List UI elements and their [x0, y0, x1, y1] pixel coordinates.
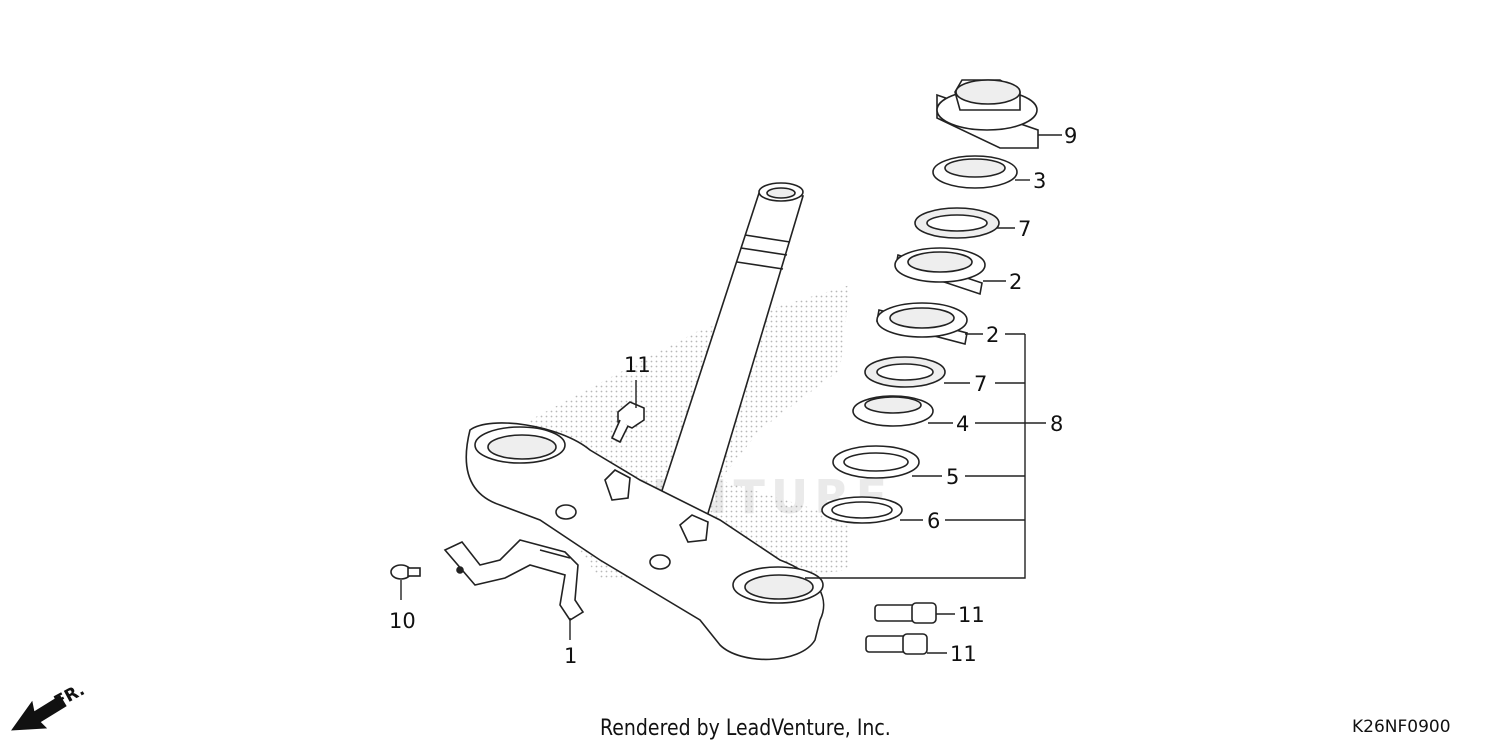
callout-2-lower: 2: [986, 323, 999, 347]
credit-text: Rendered by LeadVenture, Inc.: [600, 716, 891, 741]
callout-4: 4: [956, 412, 969, 436]
fr-arrow-icon: [10, 695, 67, 731]
bolts-11-side: [865, 602, 937, 655]
callout-7-lower: 7: [974, 372, 987, 396]
front-direction-arrow: FR.: [10, 680, 88, 731]
cable-bracket: [443, 539, 585, 622]
callout-5: 5: [946, 465, 959, 489]
callout-11-mid: 11: [958, 603, 985, 627]
callout-3: 3: [1033, 169, 1046, 193]
screw-10: [390, 564, 421, 580]
callout-11-top: 11: [624, 353, 651, 377]
callout-10: 10: [389, 609, 416, 633]
leader-lines: [400, 134, 1062, 654]
callout-11-bottom: 11: [950, 642, 977, 666]
callout-8: 8: [1050, 412, 1063, 436]
callout-9: 9: [1064, 124, 1077, 148]
bearing-stack: [821, 79, 1039, 524]
callout-7-upper: 7: [1018, 217, 1031, 241]
bottom-bridge: [465, 422, 825, 661]
bolt-11-top: [610, 401, 645, 444]
callout-6: 6: [927, 509, 940, 533]
callouts: 9 3 7 2 2 7 4 8 5 6 11 11 11 10 1: [389, 124, 1077, 668]
callout-2-upper: 2: [1009, 270, 1022, 294]
callout-1: 1: [564, 644, 577, 668]
drawing-code: K26NF0900: [1352, 717, 1451, 737]
steering-stem-tube: [653, 182, 805, 521]
